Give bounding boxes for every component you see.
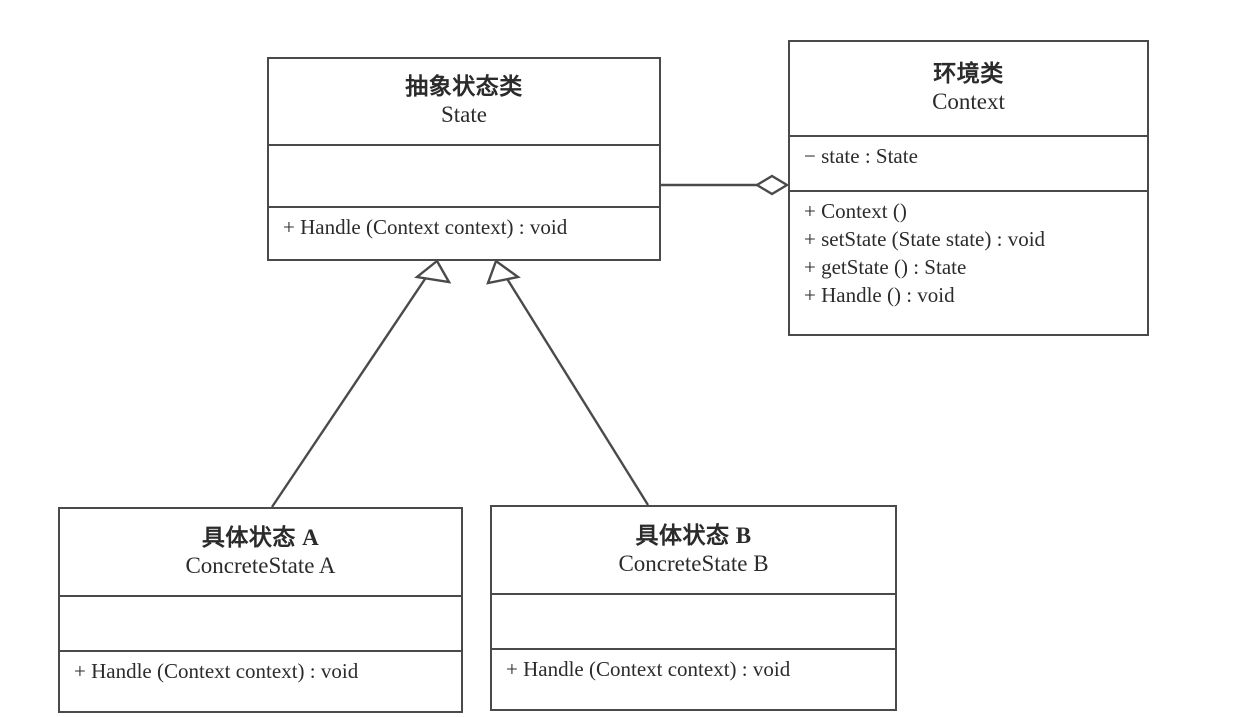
class-name-en-concrete-state-a: ConcreteState A — [185, 552, 336, 578]
operation-item: + Handle (Context context) : void — [283, 215, 568, 239]
attributes-list-context: − state : State — [790, 137, 1147, 171]
attributes-compartment-concrete-state-a — [60, 595, 461, 650]
class-name-cn-concrete-state-a: 具体状态 A — [201, 524, 320, 550]
operation-item: + Context () — [804, 199, 907, 223]
operations-compartment-context: + Context () + setState (State state) : … — [790, 190, 1147, 334]
aggregation-context-state — [661, 174, 790, 196]
operations-list-context: + Context () + setState (State state) : … — [790, 192, 1147, 310]
hollow-diamond-icon — [754, 174, 790, 196]
attributes-compartment-concrete-state-b — [492, 593, 895, 648]
class-name-en-context: Context — [932, 89, 1005, 115]
operation-item: + setState (State state) : void — [804, 226, 1046, 251]
class-name-compartment-context: 环境类 Context — [790, 42, 1147, 135]
class-name-cn-concrete-state-b: 具体状态 B — [635, 522, 752, 548]
operation-item: + Handle (Context context) : void — [506, 657, 791, 681]
generalization-b-state — [486, 259, 650, 506]
hollow-triangle-icon-a — [414, 259, 452, 284]
class-name-en-concrete-state-b: ConcreteState B — [618, 550, 769, 576]
generalization-line-a — [271, 275, 428, 508]
operation-item: + Handle (Context context) : void — [74, 659, 359, 683]
operation-item: + getState () : State — [804, 254, 967, 279]
class-name-en-state: State — [441, 102, 487, 128]
operations-compartment-concrete-state-a: + Handle (Context context) : void — [60, 650, 461, 711]
hollow-triangle-icon-b — [486, 259, 521, 285]
operation-item: + Handle () : void — [804, 282, 955, 307]
class-box-concrete-state-b[interactable]: 具体状态 B ConcreteState B + Handle (Context… — [490, 505, 897, 711]
class-name-compartment-concrete-state-b: 具体状态 B ConcreteState B — [492, 507, 895, 593]
attribute-item: − state : State — [804, 144, 918, 168]
class-name-cn-state: 抽象状态类 — [405, 74, 523, 100]
class-box-concrete-state-a[interactable]: 具体状态 A ConcreteState A + Handle (Context… — [58, 507, 463, 713]
operations-list-concrete-state-a: + Handle (Context context) : void — [60, 652, 461, 686]
generalization-a-state — [271, 259, 452, 508]
operations-compartment-concrete-state-b: + Handle (Context context) : void — [492, 648, 895, 709]
class-box-state[interactable]: 抽象状态类 State + Handle (Context context) :… — [267, 57, 661, 261]
operations-list-concrete-state-b: + Handle (Context context) : void — [492, 650, 895, 684]
class-name-compartment-concrete-state-a: 具体状态 A ConcreteState A — [60, 509, 461, 595]
class-name-compartment-state: 抽象状态类 State — [269, 59, 659, 144]
generalization-line-b — [504, 276, 650, 506]
class-box-context[interactable]: 环境类 Context − state : State + Context ()… — [788, 40, 1149, 336]
class-name-cn-context: 环境类 — [933, 61, 1004, 87]
attributes-compartment-context: − state : State — [790, 135, 1147, 190]
operations-list-state: + Handle (Context context) : void — [269, 208, 659, 242]
operations-compartment-state: + Handle (Context context) : void — [269, 206, 659, 259]
attributes-compartment-state — [269, 144, 659, 206]
